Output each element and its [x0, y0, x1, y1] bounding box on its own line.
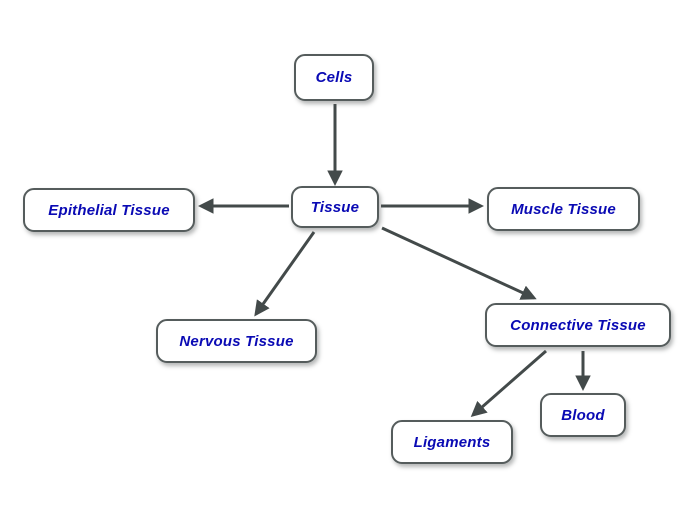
- node-cells-label: Cells: [315, 69, 353, 86]
- node-ligaments-label: Ligaments: [413, 433, 491, 451]
- node-muscle-tissue[interactable]: Muscle Tissue: [487, 187, 640, 231]
- node-epithelial-tissue-label: Epithelial Tissue: [48, 201, 170, 219]
- node-blood[interactable]: Blood: [540, 393, 626, 437]
- node-connective-tissue[interactable]: Connective Tissue: [485, 303, 671, 347]
- node-connective-tissue-label: Connective Tissue: [510, 316, 646, 334]
- node-epithelial-tissue[interactable]: Epithelial Tissue: [23, 188, 195, 232]
- node-ligaments[interactable]: Ligaments: [391, 420, 513, 464]
- node-tissue-label: Tissue: [310, 198, 360, 216]
- edge-tissue-to-nervous: [254, 231, 316, 317]
- node-muscle-tissue-label: Muscle Tissue: [511, 200, 616, 218]
- node-blood-label: Blood: [561, 406, 605, 424]
- node-nervous-tissue[interactable]: Nervous Tissue: [156, 319, 317, 363]
- node-tissue[interactable]: Tissue: [291, 186, 379, 228]
- node-cells[interactable]: Cells: [294, 54, 374, 101]
- edge-connective-to-ligaments: [470, 349, 547, 417]
- edge-tissue-to-connective: [381, 226, 537, 300]
- node-nervous-tissue-label: Nervous Tissue: [179, 332, 294, 350]
